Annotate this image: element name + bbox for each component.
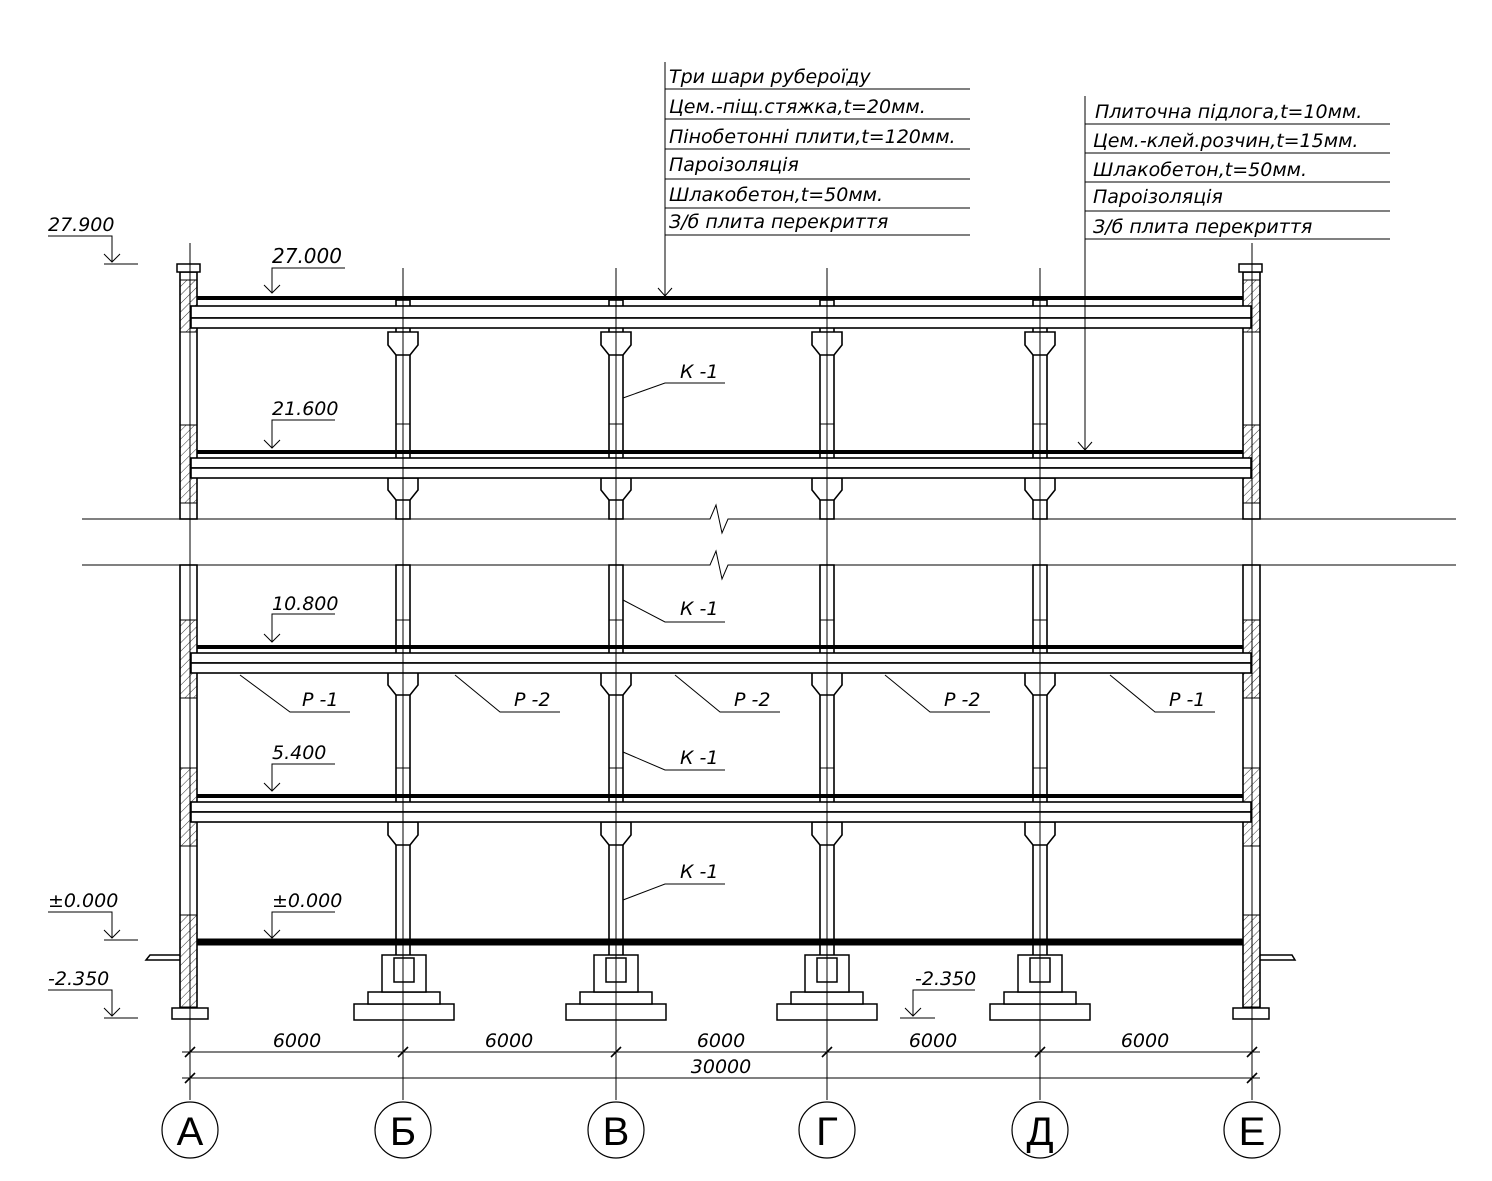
column-mark-1: К -1 [680,361,718,383]
roof-layer-5: Шлакобетон,t=50мм. [669,184,883,206]
span-dim-4: 6000 [909,1030,957,1052]
roof-layer-3: Пінобетонні плити,t=120мм. [669,126,956,148]
roof-layer-4: Пароізоляція [669,154,799,176]
columns [387,299,1056,981]
column-marks: К -1 К -1 К -1 К -1 [680,361,718,883]
right-wall [1232,263,1297,1020]
axis-marker-v: В [587,1101,645,1159]
crossbar-mark-3: Р -2 [734,689,770,711]
axis-marker-g: Г [798,1101,856,1159]
column-mark-leaders [622,382,725,901]
crossbar-mark-leaders [239,674,1215,713]
foundations [353,954,1091,1021]
axis-marker-a: А [161,1101,219,1159]
column-mark-2: К -1 [680,598,718,620]
axis-markers: А Б В Г Д Е [161,1101,1281,1159]
axis-marker-b: Б [374,1101,432,1159]
floor-layer-2: Цем.-клей.розчин,t=15мм. [1093,130,1358,152]
column-mark-3: К -1 [680,747,718,769]
axis-label-b: Б [390,1110,416,1154]
span-dimensions: 6000 6000 6000 6000 6000 30000 [273,1030,1169,1078]
level-5400: 5.400 [272,742,326,764]
span-dim-2: 6000 [485,1030,533,1052]
dimension-lines [182,1046,1260,1084]
total-span-dim: 30000 [691,1056,751,1078]
floor-layer-1: Плиточна підлога,t=10мм. [1095,101,1362,123]
axis-label-v: В [603,1110,630,1154]
roof-slab [190,296,1252,329]
floor-layer-legend: Плиточна підлога,t=10мм. Цем.-клей.розчи… [1077,96,1390,451]
break-lines [82,503,1456,581]
axis-label-g: Г [816,1110,838,1154]
level-foundation-inner: -2.350 [915,968,976,990]
level-roof: 27.000 [272,244,342,268]
floor-slab-21600 [190,450,1252,479]
floor-slab-5400 [190,794,1252,823]
roof-layer-2: Цем.-піщ.стяжка,t=20мм. [669,96,926,118]
axis-marker-e: Е [1223,1101,1281,1159]
crossbar-marks: Р -1 Р -2 Р -2 Р -2 Р -1 [302,689,1205,711]
level-ground-inner: ±0.000 [272,890,342,912]
level-ground-left: ±0.000 [48,890,118,912]
roof-layer-legend: Три шари руберoїду Цем.-піщ.стяжка,t=20м… [657,62,970,297]
floor-layer-5: З/б плита перекриття [1093,216,1312,238]
level-21600: 21.600 [272,398,338,420]
level-parapet: 27.900 [48,214,114,236]
crossbar-mark-4: Р -2 [944,689,980,711]
span-dim-5: 6000 [1121,1030,1169,1052]
span-dim-1: 6000 [273,1030,321,1052]
axis-label-e: Е [1239,1110,1266,1154]
level-labels: 27.900 27.000 21.600 10.800 5.400 ±0.000… [48,214,976,990]
floor-layer-4: Пароізоляція [1093,186,1223,208]
axis-label-a: А [177,1110,204,1154]
axis-marker-d: Д [1011,1101,1069,1159]
crossbar-mark-2: Р -2 [514,689,550,711]
roof-layer-1: Три шари руберoїду [669,66,871,88]
axis-label-d: Д [1026,1110,1053,1154]
axis-lines [189,243,1253,1100]
level-marks [48,235,975,1019]
level-foundation-left: -2.350 [48,968,109,990]
crossbar-mark-1: Р -1 [302,689,338,711]
span-dim-3: 6000 [697,1030,745,1052]
column-mark-4: К -1 [680,861,718,883]
level-10800: 10.800 [272,593,338,615]
floor-layer-3: Шлакобетон,t=50мм. [1093,159,1307,181]
floor-slab-10800 [190,645,1252,674]
roof-layer-6: З/б плита перекриття [669,211,888,233]
foundation-b [353,954,455,1021]
left-wall [144,263,209,1020]
crossbar-mark-5: Р -1 [1169,689,1205,711]
